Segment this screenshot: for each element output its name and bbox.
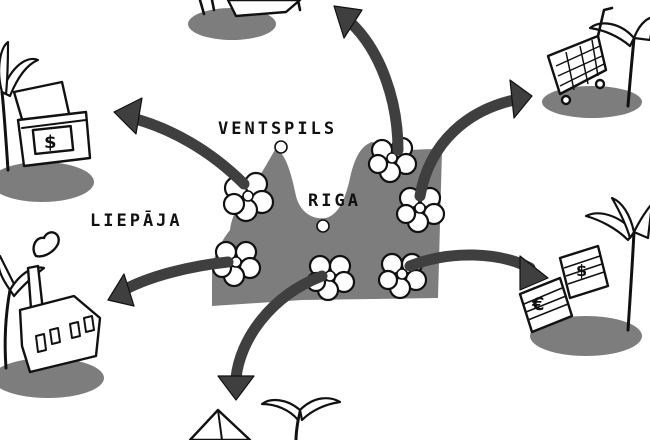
cart-island bbox=[542, 6, 650, 118]
arrow-to-money bbox=[404, 249, 536, 274]
arrow-to-cart-head bbox=[509, 79, 533, 119]
dollar-symbol-suitcase: $ bbox=[44, 132, 57, 153]
arrow-to-cart bbox=[414, 94, 520, 202]
factory-island bbox=[0, 231, 104, 398]
arrow-to-suitcase-head bbox=[113, 97, 143, 135]
arrows bbox=[107, 5, 549, 401]
arrow-to-top bbox=[344, 16, 404, 156]
label-riga: RIGA bbox=[308, 191, 361, 211]
arrow-to-factory-head bbox=[107, 273, 135, 307]
arrow-to-money-head bbox=[519, 255, 549, 291]
arrow-to-bottom-head bbox=[217, 375, 255, 401]
dollar-symbol-bills: $ bbox=[576, 261, 587, 280]
label-ventspils: VENTSPILS bbox=[218, 119, 337, 139]
label-liepaja: LIEPĀJA bbox=[90, 210, 183, 231]
euro-symbol: € bbox=[531, 294, 545, 315]
bottom-island-scene bbox=[188, 397, 342, 440]
arrow-to-suitcase bbox=[126, 112, 250, 190]
arrow-to-factory bbox=[118, 256, 234, 296]
arrow-to-bottom bbox=[230, 270, 328, 384]
suitcase-island: $ bbox=[0, 40, 94, 202]
money-island: € $ bbox=[518, 196, 650, 356]
map-flowers bbox=[211, 136, 446, 302]
arrow-to-top-head bbox=[333, 5, 363, 39]
riga-dot bbox=[316, 219, 330, 233]
top-island-scene bbox=[188, 0, 302, 40]
